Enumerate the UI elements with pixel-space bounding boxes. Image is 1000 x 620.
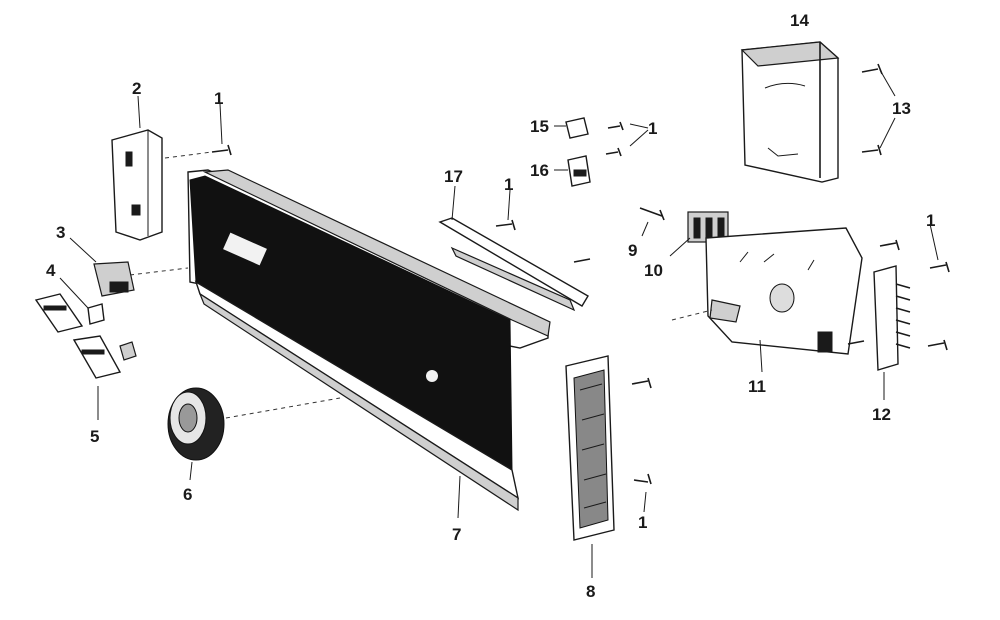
part-1-screws-top-center <box>605 121 649 157</box>
callout-13: 13 <box>892 99 911 118</box>
callout-6: 6 <box>183 485 192 504</box>
callout-4: 4 <box>46 261 56 280</box>
part-17-rail <box>438 185 591 312</box>
callout-1-center: 1 <box>504 175 513 194</box>
callout-2: 2 <box>132 79 141 98</box>
callout-5: 5 <box>90 427 99 446</box>
callout-1-top-right: 1 <box>648 119 657 138</box>
part-5-terminal-strips <box>34 293 137 420</box>
part-13-screws <box>861 63 896 156</box>
part-3-switch <box>69 237 135 297</box>
callout-16: 16 <box>530 161 549 180</box>
callout-1: 1 <box>214 89 223 108</box>
callout-15: 15 <box>530 117 549 136</box>
callout-11: 11 <box>748 377 766 396</box>
part-8-side-panel <box>565 355 652 578</box>
part-1-screw-top-left <box>164 103 232 159</box>
part-15-clip <box>554 117 589 139</box>
callout-3: 3 <box>56 223 65 242</box>
callout-9: 9 <box>628 241 637 260</box>
callout-12: 12 <box>872 405 891 424</box>
callout-14: 14 <box>790 11 809 30</box>
part-14-cover <box>740 41 840 183</box>
part-2-bracket <box>111 95 163 241</box>
callout-8: 8 <box>586 582 595 601</box>
part-6-knob <box>167 387 341 481</box>
part-12-terminal-board <box>847 223 950 400</box>
callout-7: 7 <box>452 525 461 544</box>
callout-10: 10 <box>644 261 663 280</box>
callout-1-lower: 1 <box>638 513 647 532</box>
part-16-clip <box>554 155 591 187</box>
part-4-clip <box>59 277 105 325</box>
part-11-timer <box>671 227 863 373</box>
part-7-control-panel <box>129 169 551 519</box>
callout-1-right: 1 <box>926 211 935 230</box>
part-9-screw <box>639 207 665 237</box>
callout-17: 17 <box>444 167 463 186</box>
